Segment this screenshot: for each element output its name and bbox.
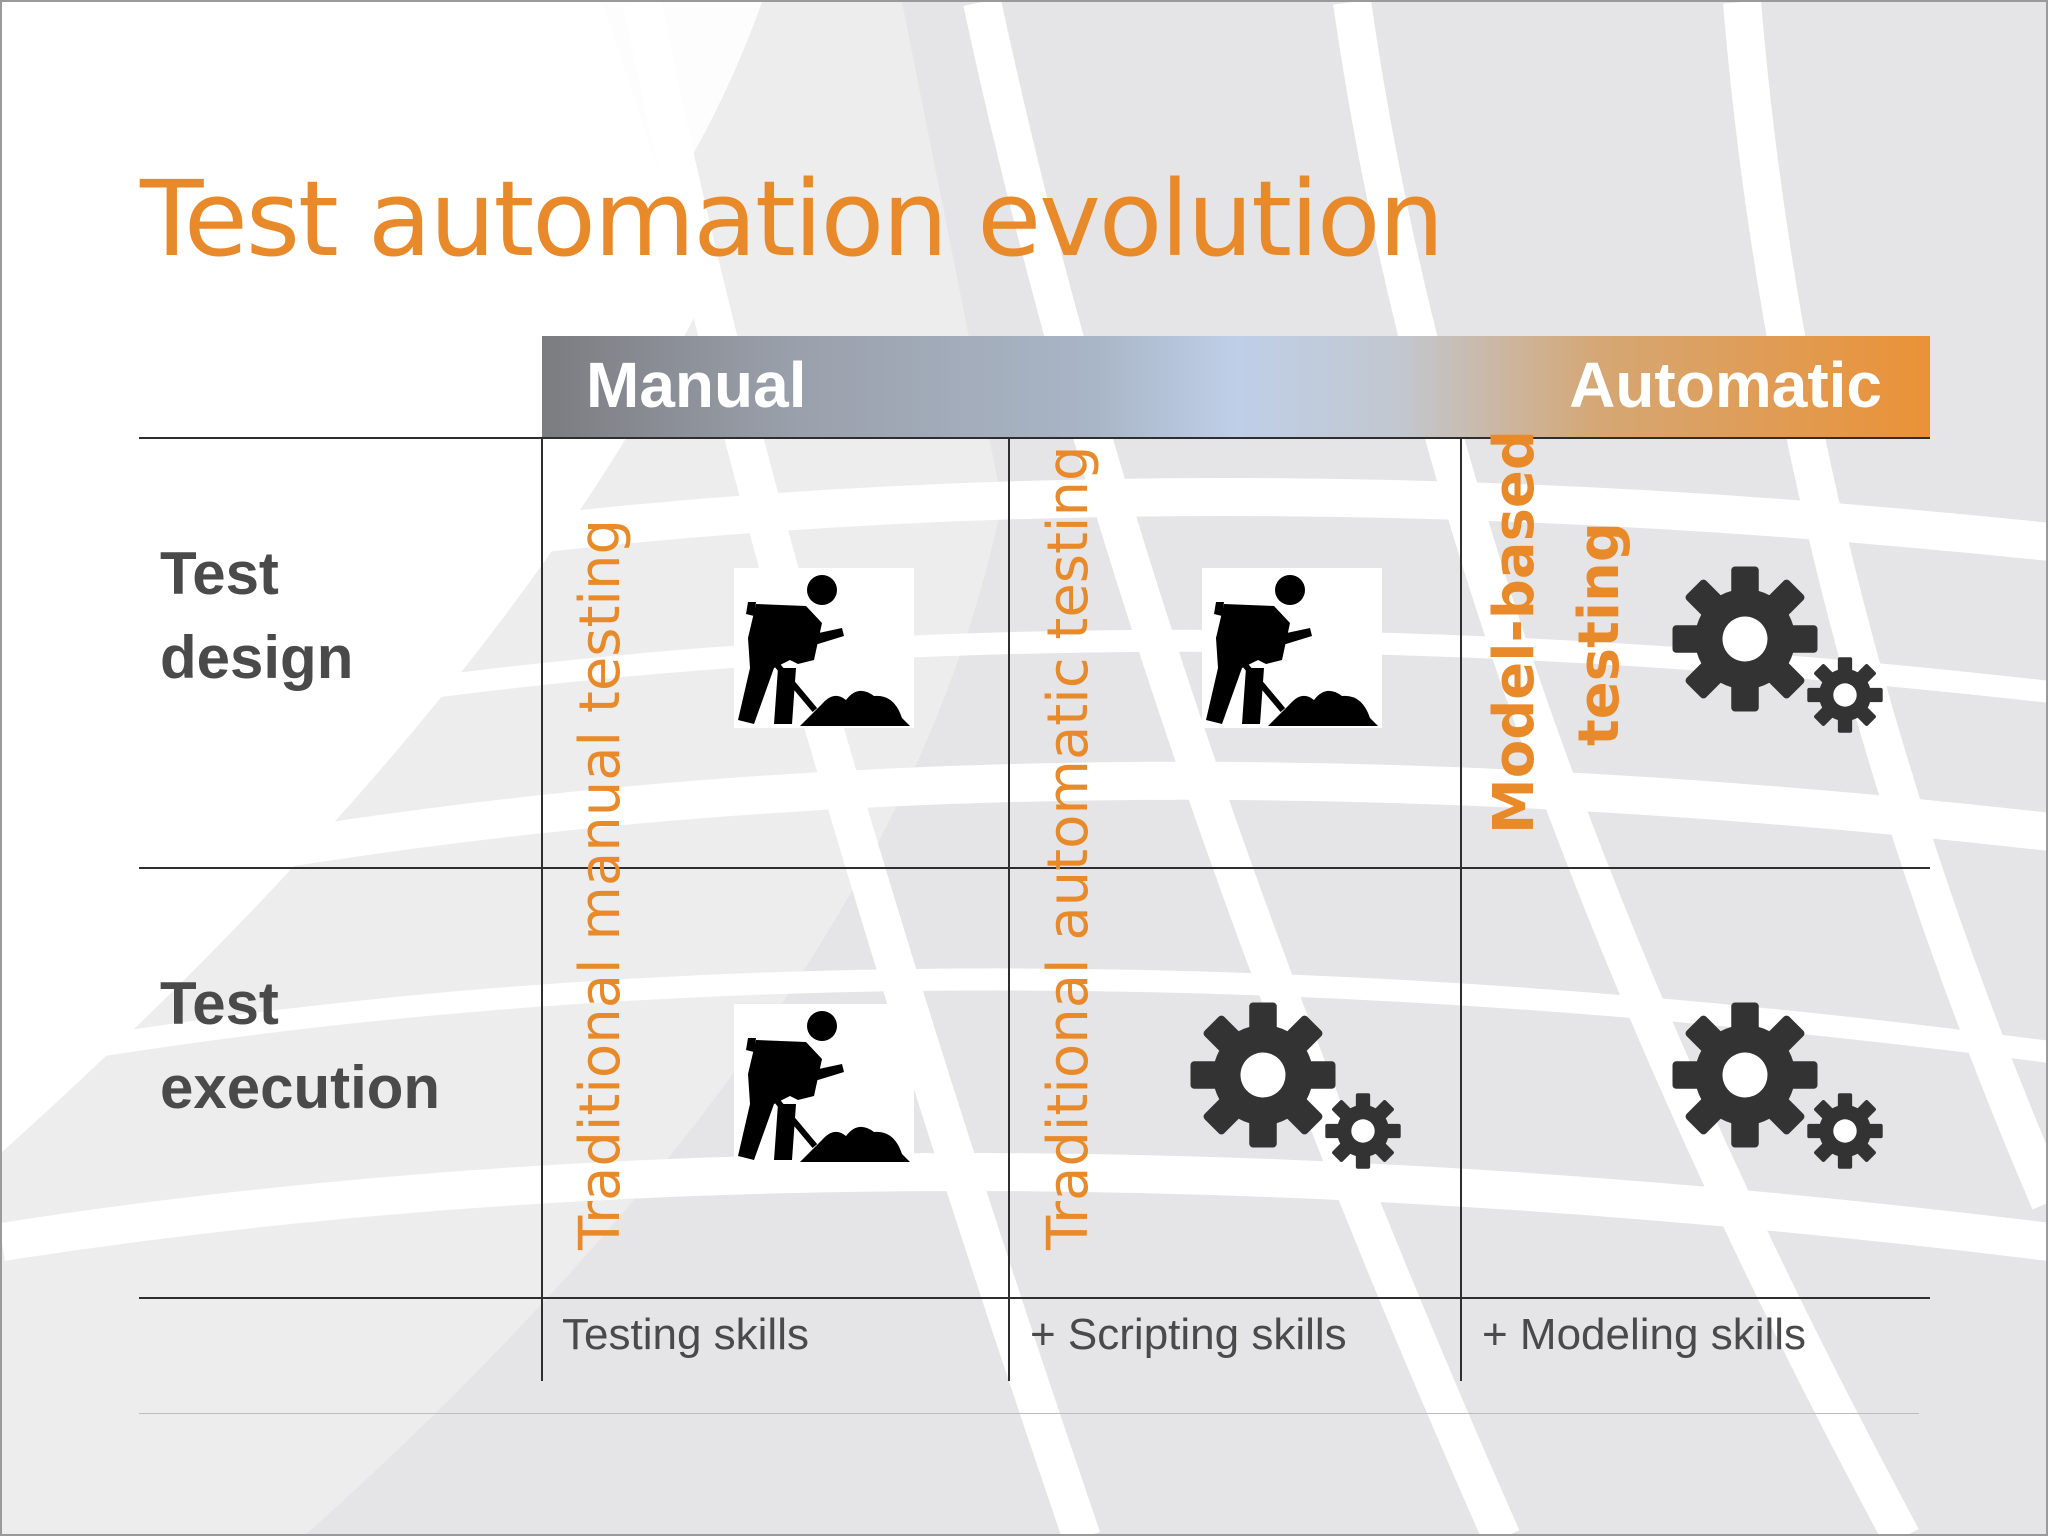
vertical-label-traditional-automatic-testing: Traditional automatic testing [1036, 445, 1101, 1250]
row-label-test-design: Test design [160, 532, 353, 700]
gears-icon [1190, 1002, 1401, 1169]
manual-automatic-gradient-bar [542, 336, 1930, 438]
grid-line-top [139, 437, 1930, 439]
row-label-line: design [160, 624, 354, 691]
header-automatic-label: Automatic [1569, 349, 1882, 421]
gears-icon [1672, 566, 1883, 733]
vertical-label-model-based: Model-based [1482, 430, 1547, 834]
construction-worker-icon [734, 568, 914, 728]
grid-column-line-1 [541, 437, 543, 1381]
row-label-line: Test [160, 970, 279, 1037]
grid-column-line-3 [1460, 437, 1462, 1381]
grid-column-line-2 [1008, 437, 1010, 1381]
header-manual-label: Manual [586, 349, 807, 421]
slide-title: Test automation evolution [140, 158, 1444, 280]
footer-divider [139, 1413, 1919, 1414]
skill-testing: Testing skills [562, 1310, 809, 1359]
gears-icon [1672, 1002, 1883, 1169]
construction-worker-icon [734, 1004, 914, 1164]
skill-modeling: + Modeling skills [1482, 1310, 1807, 1359]
grid-line-bottom [139, 1297, 1930, 1299]
row-label-line: execution [160, 1054, 441, 1121]
row-label-line: Test [160, 540, 279, 607]
vertical-label-traditional-manual-testing: Traditional manual testing [568, 518, 633, 1250]
construction-worker-icon [1202, 568, 1382, 728]
skill-scripting: + Scripting skills [1030, 1310, 1347, 1359]
grid-line-middle [139, 867, 1930, 869]
row-label-test-execution: Test execution [160, 962, 440, 1130]
vertical-label-testing: testing [1567, 522, 1632, 746]
